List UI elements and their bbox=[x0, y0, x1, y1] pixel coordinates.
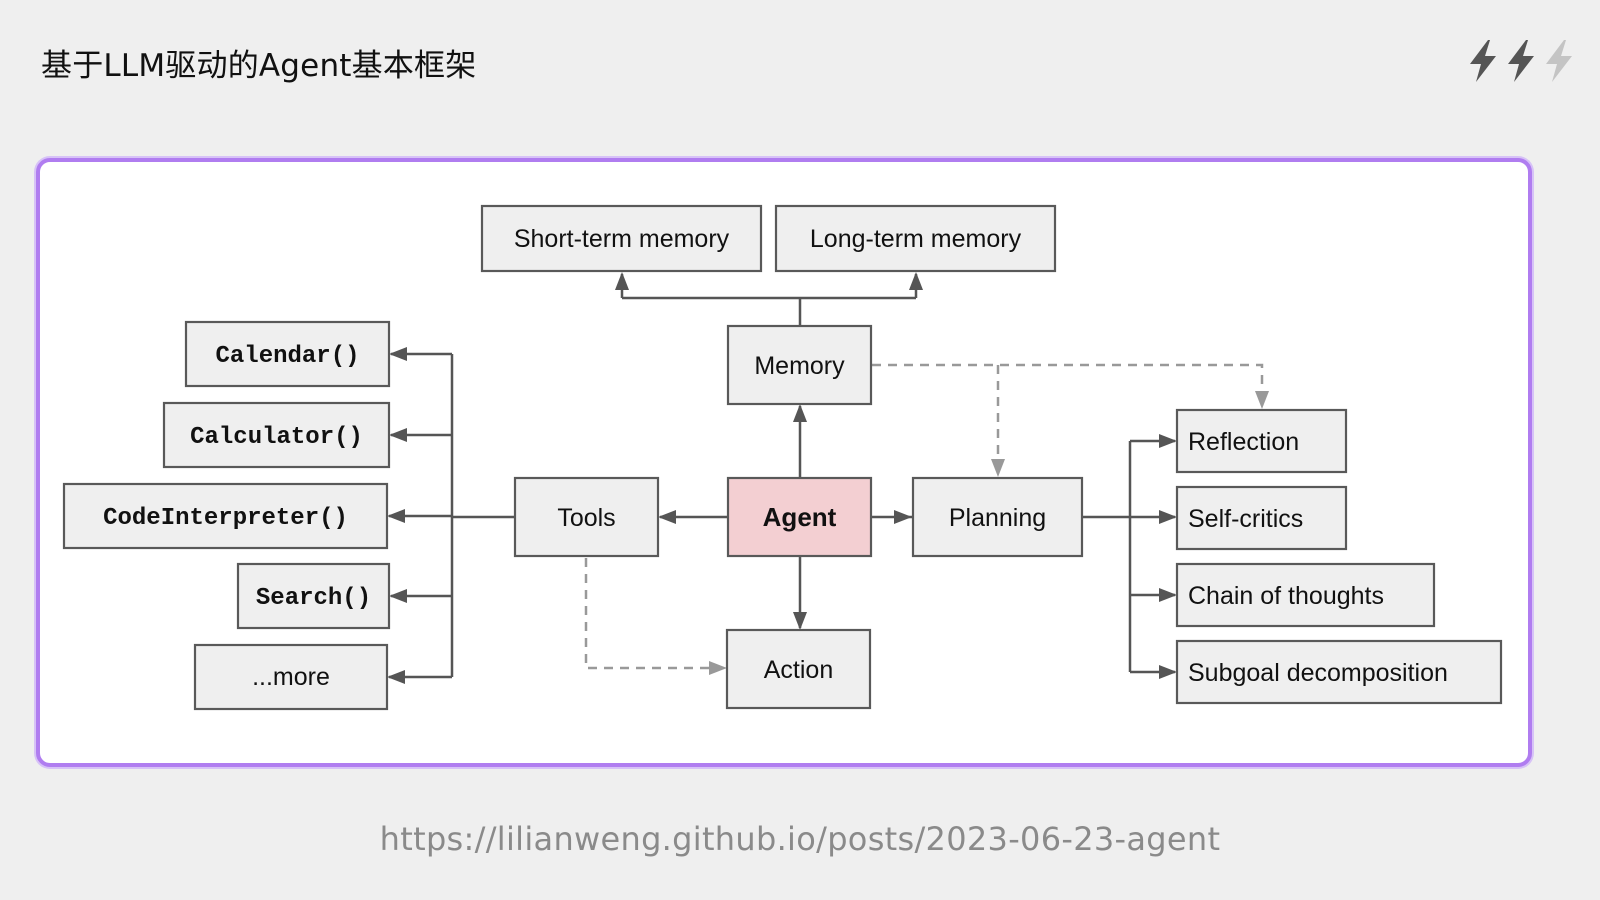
svg-text:Chain of thoughts: Chain of thoughts bbox=[1188, 582, 1384, 610]
svg-text:...more: ...more bbox=[252, 663, 330, 691]
agent-framework-diagram: #diagram marker path { } bbox=[62, 204, 1503, 711]
svg-text:Calculator(): Calculator() bbox=[190, 424, 363, 451]
planning-item-reflection: Reflection bbox=[1175, 408, 1348, 474]
tools-label: Tools bbox=[557, 504, 615, 532]
rating-bolts bbox=[1464, 38, 1578, 84]
short-term-memory-label: Short-term memory bbox=[514, 225, 730, 253]
svg-text:Calendar(): Calendar() bbox=[215, 343, 359, 370]
node-long-term-memory: Long-term memory bbox=[774, 204, 1057, 273]
node-tools: Tools bbox=[513, 476, 660, 558]
svg-text:Search(): Search() bbox=[256, 585, 371, 612]
action-label: Action bbox=[764, 656, 833, 684]
dashed-connectors bbox=[584, 363, 1269, 675]
svg-text:Reflection: Reflection bbox=[1188, 428, 1299, 456]
lightning-bolt-icon bbox=[1470, 40, 1496, 82]
node-agent: Agent bbox=[726, 476, 873, 558]
node-action: Action bbox=[725, 628, 872, 710]
lightning-bolt-icon bbox=[1508, 40, 1534, 82]
memory-label: Memory bbox=[754, 352, 845, 380]
svg-text:Self-critics: Self-critics bbox=[1188, 505, 1303, 533]
node-memory: Memory bbox=[726, 324, 873, 406]
node-planning: Planning bbox=[911, 476, 1084, 558]
source-url: https://lilianweng.github.io/posts/2023-… bbox=[379, 820, 1221, 858]
svg-text:CodeInterpreter(): CodeInterpreter() bbox=[103, 505, 348, 532]
arrowheads bbox=[387, 272, 1177, 684]
tool-item-more: ...more bbox=[193, 643, 389, 711]
planning-item-chain-of-thoughts: Chain of thoughts bbox=[1175, 562, 1436, 628]
tool-item-calculator: Calculator() bbox=[162, 401, 391, 469]
svg-text:Subgoal decomposition: Subgoal decomposition bbox=[1188, 659, 1448, 687]
page-title: 基于LLM驱动的Agent基本框架 bbox=[41, 48, 477, 84]
planning-item-subgoal-decomposition: Subgoal decomposition bbox=[1175, 639, 1503, 705]
node-short-term-memory: Short-term memory bbox=[480, 204, 763, 273]
tool-item-calendar: Calendar() bbox=[184, 320, 391, 388]
diagram-frame: #diagram marker path { } bbox=[36, 158, 1532, 767]
agent-label: Agent bbox=[763, 502, 837, 532]
long-term-memory-label: Long-term memory bbox=[810, 225, 1022, 253]
lightning-bolt-icon bbox=[1546, 40, 1572, 82]
tool-item-search: Search() bbox=[236, 562, 391, 630]
tool-item-code-interpreter: CodeInterpreter() bbox=[62, 482, 389, 550]
planning-item-self-critics: Self-critics bbox=[1175, 485, 1348, 551]
planning-label: Planning bbox=[949, 504, 1046, 532]
